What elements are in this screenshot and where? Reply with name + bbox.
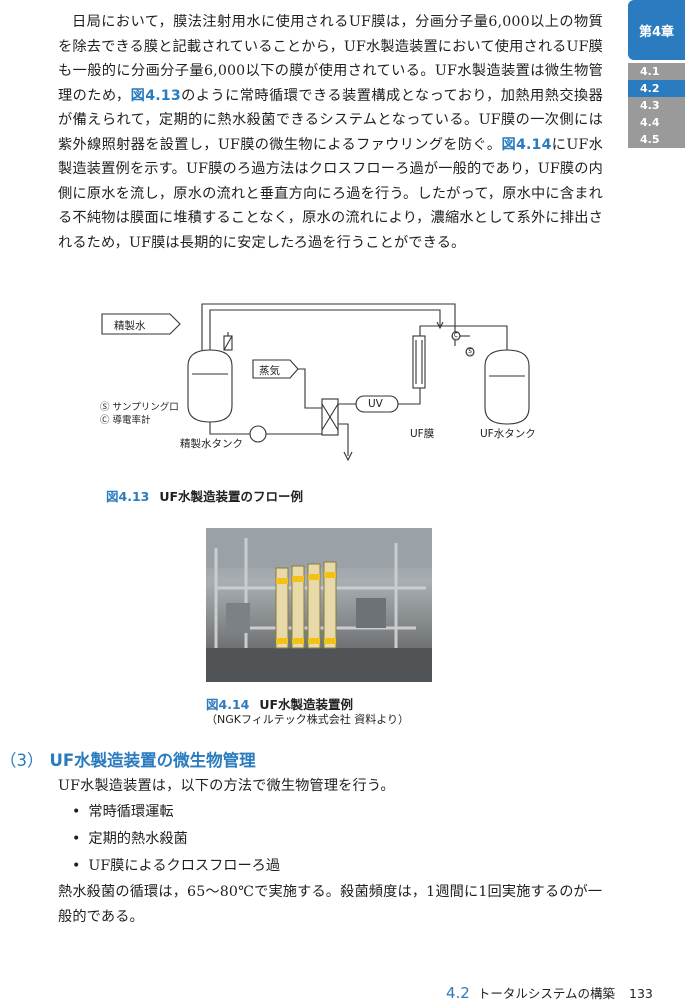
closing-line: 熱水殺菌の循環は，65～80℃で実施する。殺菌頻度は，1週間に1回実施するのが一 — [58, 884, 603, 900]
closing-line: 般的である。 — [58, 908, 144, 925]
body-line: れて，定期的に熱水殺菌できるシステムとなっている。UF膜の一次側には紫外線照射 — [58, 112, 603, 153]
figure-reference-4-14[interactable]: 図4.14 — [501, 136, 552, 153]
section-number: （3） — [0, 751, 44, 770]
body-line: 積することなく，原水の流れにより，濃縮水として系外に排出されるため，UF膜は長 — [58, 210, 603, 251]
uf-equipment-illustration — [206, 528, 432, 682]
figure-number: 図4.14 — [206, 697, 250, 712]
body-line: にUF水製造装置例を — [58, 136, 603, 178]
figure-caption-4-13: 図4.13 UF水製造装置のフロー例 — [106, 486, 303, 505]
body-line: 期的に安定したろ過を行うことができる。 — [194, 234, 466, 251]
tab-section-4-3: 4.3 — [628, 97, 685, 114]
page-footer: 4.2 トータルシステムの構築 133 — [446, 983, 653, 1002]
bullet-text: 定期的熱水殺菌 — [88, 831, 188, 847]
body-line: 一般的に分画分子量6,000以下の膜が使用されている。UF水製造装置は微生物管理… — [58, 63, 604, 104]
bullet-item: •常時循環運転 — [72, 804, 174, 820]
figure-title: UF水製造装置例 — [259, 697, 354, 712]
body-line: 日局において，膜法注射用水に使用されるUF膜は，分画分子量6,000以上の物質を — [58, 14, 603, 55]
conductivity-legend: Ⓒ 導電率計 — [100, 415, 151, 426]
sampling-legend: Ⓢ サンプリング口 — [100, 402, 179, 413]
tab-section-4-4: 4.4 — [628, 114, 685, 131]
bullet-text: UF膜によるクロスフローろ過 — [88, 858, 281, 874]
chapter-tab: 第4章 4.1 4.2 4.3 4.4 4.5 — [628, 0, 685, 148]
body-line: 器を設置し，UF膜の微生物によるファウリングを防ぐ。 — [130, 136, 502, 153]
footer-section-number: 4.2 — [446, 984, 470, 1002]
intro-text: UF水製造装置は，以下の方法で微生物管理を行う。 — [58, 778, 395, 794]
bullet-text: 常時循環運転 — [88, 804, 174, 820]
body-line: 原水の流れと垂直方向にろ過を行う。したがって，原水中に含まれる不純物は膜面に堆 — [58, 185, 603, 227]
figure-reference-4-13[interactable]: 図4.13 — [130, 87, 181, 104]
figure-number: 図4.13 — [106, 489, 150, 504]
uv-label: UV — [368, 398, 383, 410]
body-line: 除去できる膜と記載されていることから，UF水製造装置において使用されるUF膜も — [58, 38, 603, 80]
bullet-item: •UF膜によるクロスフローろ過 — [72, 858, 281, 874]
purified-tank-label: 精製水タンク — [180, 438, 243, 450]
flow-diagram-lines — [101, 303, 530, 462]
figure-title: UF水製造装置のフロー例 — [159, 489, 304, 504]
conductivity-mark: Ⓒ — [452, 331, 460, 340]
purified-water-label: 精製水 — [114, 320, 146, 332]
body-line: め， — [101, 87, 131, 104]
sampling-mark: Ⓢ — [466, 347, 474, 356]
chapter-label: 第4章 — [628, 0, 685, 60]
tab-section-4-1: 4.1 — [628, 63, 685, 80]
tab-section-4-2: 4.2 — [628, 80, 685, 97]
flow-diagram: 精製水 蒸気 UV Ⓢ サンプリング口 Ⓒ 導電率計 精製水タンク UF膜 UF… — [100, 296, 560, 471]
uf-membrane-label: UF膜 — [410, 428, 435, 440]
figure-caption-4-14: 図4.14 UF水製造装置例 — [206, 694, 353, 713]
tab-section-4-5: 4.5 — [628, 131, 685, 148]
section-intro: UF水製造装置は，以下の方法で微生物管理を行う。 — [58, 774, 603, 799]
page-number: 133 — [629, 986, 653, 1001]
uf-equipment-photo — [206, 528, 432, 682]
steam-label: 蒸気 — [259, 365, 280, 377]
uf-tank-label: UF水タンク — [480, 428, 536, 440]
closing-paragraph: 熱水殺菌の循環は，65～80℃で実施する。殺菌頻度は，1週間に1回実施するのが一… — [58, 880, 603, 929]
body-paragraph: 日局において，膜法注射用水に使用されるUF膜は，分画分子量6,000以上の物質を… — [58, 10, 603, 255]
body-line: 示す。UF膜のろ過方法はクロスフローろ過が一般的であり，UF膜の内側に原水を流し… — [58, 161, 603, 202]
body-line: のように常時循環できる装置構成となっており，加熱用熱交換器が備えら — [58, 87, 603, 129]
section-title: UF水製造装置の微生物管理 — [49, 751, 256, 770]
section-heading: （3） UF水製造装置の微生物管理 — [0, 747, 256, 771]
figure-credit: （NGKフィルテック株式会社 資料より） — [206, 713, 410, 726]
footer-section-title: トータルシステムの構築 — [477, 986, 615, 1001]
bullet-item: •定期的熱水殺菌 — [72, 831, 188, 847]
